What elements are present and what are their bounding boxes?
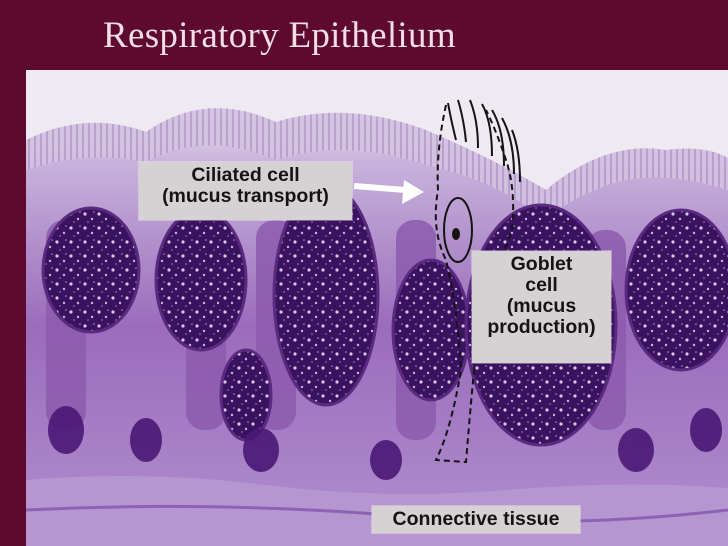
goblet-cell-label-line4: production) <box>487 316 596 339</box>
goblet-cell-label: Goblet cell (mucus production) <box>472 251 611 363</box>
ciliated-cell-label-line2: (mucus transport) <box>162 185 329 208</box>
ciliated-cell-label-line1: Ciliated cell <box>191 164 300 186</box>
arrow-pointer <box>353 180 424 204</box>
slide-title: Respiratory Epithelium <box>103 15 456 56</box>
ciliated-cell-label: Ciliated cell (mucus transport) <box>139 162 352 220</box>
goblet-cell-label-line2: cell <box>525 274 558 297</box>
micrograph-image <box>26 70 728 546</box>
connective-tissue-label: Connective tissue <box>372 506 580 533</box>
goblet-cell-label-line1: Goblet <box>510 253 573 275</box>
goblet-cell-label-line3: (mucus <box>506 295 577 318</box>
